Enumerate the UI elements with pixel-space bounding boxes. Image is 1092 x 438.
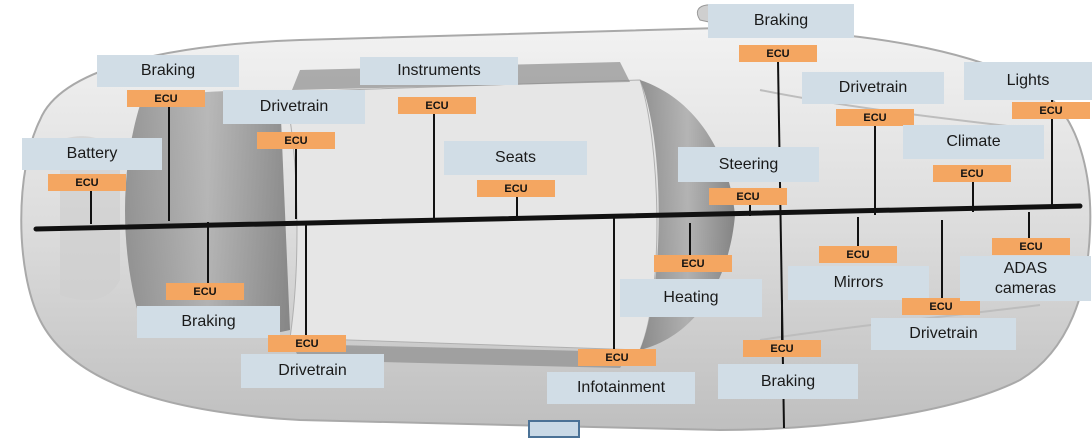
node-label-adas-cameras: ADAS cameras xyxy=(960,256,1091,301)
ecu-badge-seats: ECU xyxy=(477,180,555,197)
ecu-badge-lights: ECU xyxy=(1012,102,1090,119)
node-label-battery: Battery xyxy=(22,138,162,170)
node-label-drivetrain-2: Drivetrain xyxy=(802,72,944,104)
node-label-mirrors: Mirrors xyxy=(788,266,929,300)
node-label-drivetrain-4: Drivetrain xyxy=(871,318,1016,350)
node-label-lights: Lights xyxy=(964,62,1092,100)
node-label-heating: Heating xyxy=(620,279,762,317)
main-bus-line xyxy=(36,206,1080,229)
ecu-badge-climate: ECU xyxy=(933,165,1011,182)
node-label-braking-3: Braking xyxy=(137,306,280,338)
ecu-badge-steering: ECU xyxy=(709,188,787,205)
node-label-braking-4: Braking xyxy=(718,364,858,399)
ecu-badge-braking-4: ECU xyxy=(743,340,821,357)
ecu-badge-battery: ECU xyxy=(48,174,126,191)
node-label-infotainment: Infotainment xyxy=(547,372,695,404)
ecu-badge-braking-2: ECU xyxy=(739,45,817,62)
ecu-badge-mirrors: ECU xyxy=(819,246,897,263)
node-label-drivetrain-1: Drivetrain xyxy=(223,90,365,124)
node-label-drivetrain-3: Drivetrain xyxy=(241,354,384,388)
node-label-braking-1: Braking xyxy=(97,55,239,87)
ecu-badge-drivetrain-3: ECU xyxy=(268,335,346,352)
ecu-badge-heating: ECU xyxy=(654,255,732,272)
ecu-badge-drivetrain-1: ECU xyxy=(257,132,335,149)
ecu-badge-drivetrain-2: ECU xyxy=(836,109,914,126)
node-label-steering: Steering xyxy=(678,147,819,182)
ecu-badge-adas-cameras: ECU xyxy=(992,238,1070,255)
node-label-seats: Seats xyxy=(444,141,587,175)
node-label-instruments: Instruments xyxy=(360,57,518,85)
bottom-marker-box xyxy=(528,420,580,438)
ecu-badge-braking-3: ECU xyxy=(166,283,244,300)
ecu-badge-infotainment: ECU xyxy=(578,349,656,366)
ecu-badge-instruments: ECU xyxy=(398,97,476,114)
node-label-climate: Climate xyxy=(903,125,1044,159)
node-label-braking-2: Braking xyxy=(708,4,854,38)
ecu-badge-braking-1: ECU xyxy=(127,90,205,107)
